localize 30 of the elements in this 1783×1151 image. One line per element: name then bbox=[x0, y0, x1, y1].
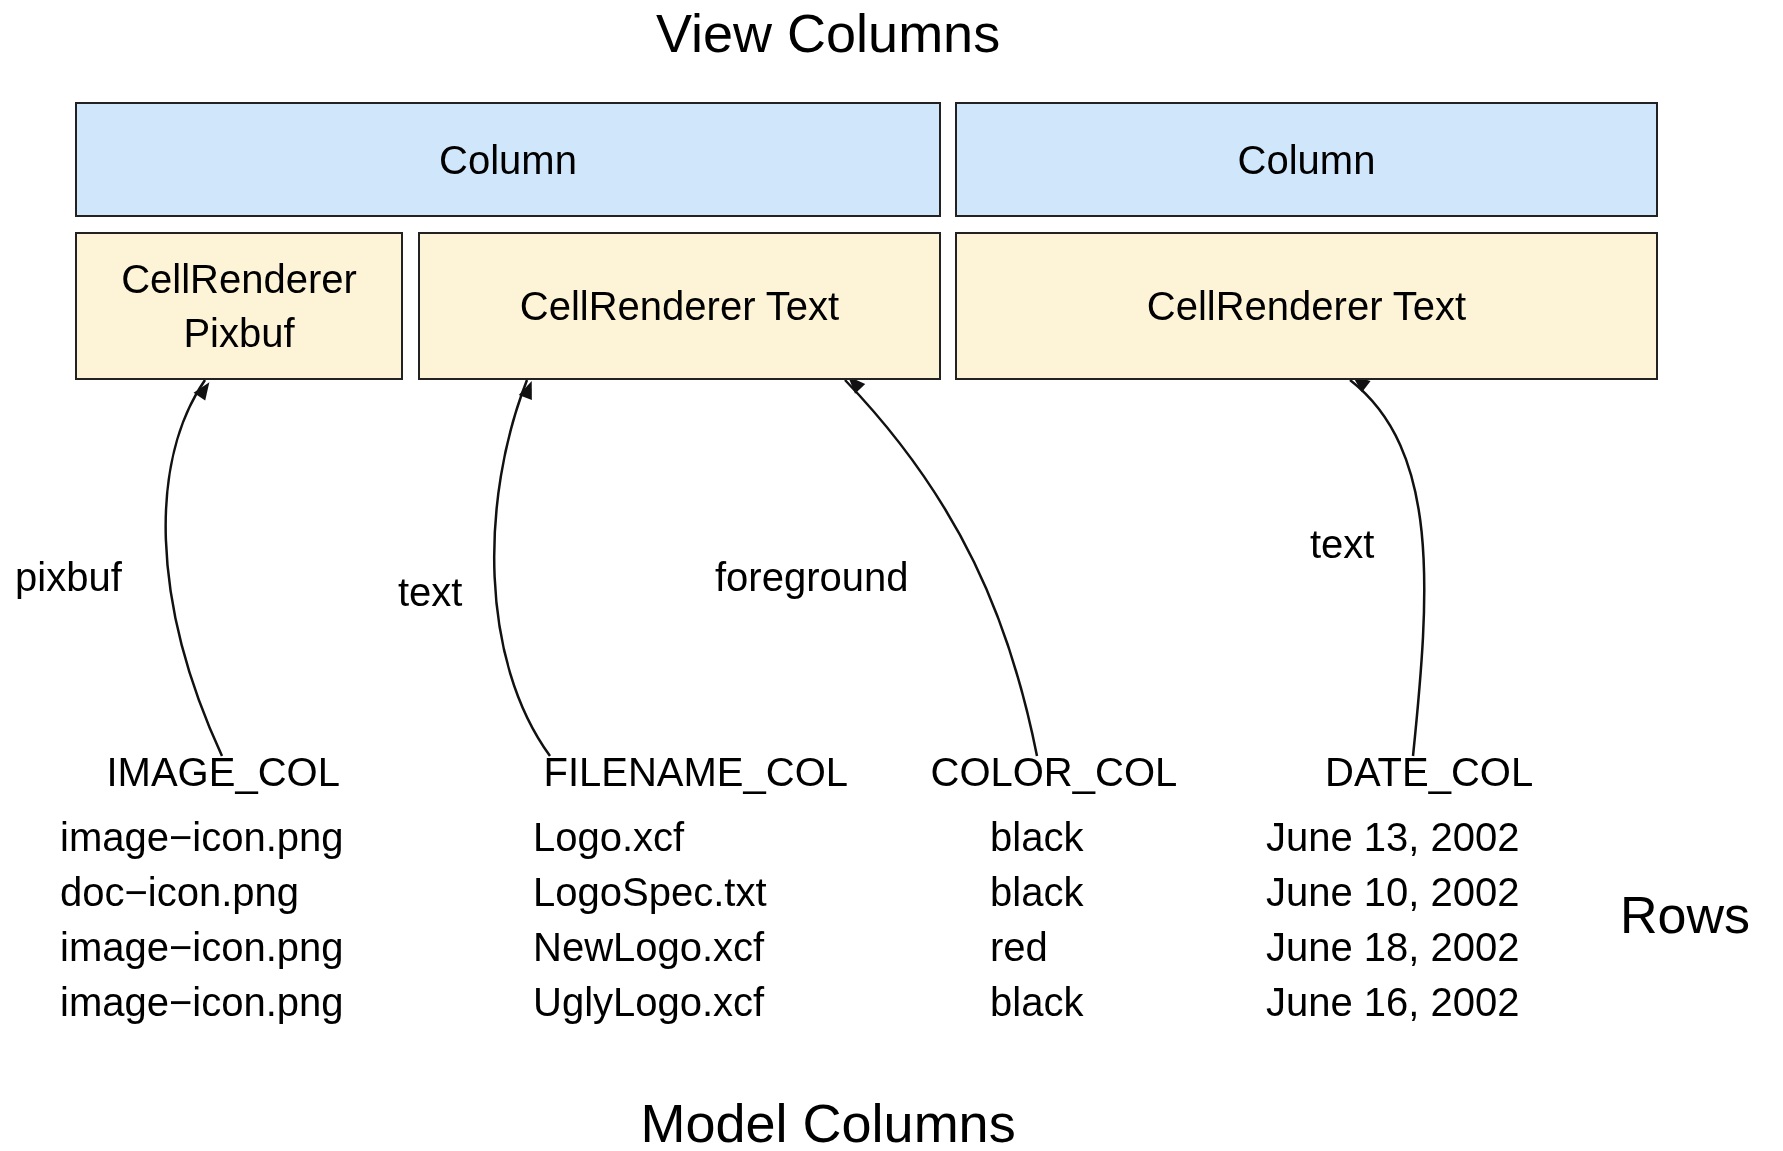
arrow bbox=[164, 379, 224, 757]
arrow bbox=[493, 379, 552, 757]
table-cell: LogoSpec.txt bbox=[533, 870, 767, 915]
table-cell: image−icon.png bbox=[60, 980, 344, 1025]
model-column-name: COLOR_COL bbox=[930, 750, 1178, 795]
table-cell: black bbox=[990, 815, 1084, 860]
table-cell: UglyLogo.xcf bbox=[533, 980, 765, 1025]
table-cell: black bbox=[990, 980, 1084, 1025]
table-cell: June 10, 2002 bbox=[1266, 870, 1520, 915]
column-header: Column bbox=[955, 102, 1658, 217]
table-cell: image−icon.png bbox=[60, 925, 344, 970]
table-cell: red bbox=[990, 925, 1048, 970]
diagram-caption: Model Columns bbox=[640, 1092, 1016, 1151]
model-column-name: FILENAME_COL bbox=[543, 750, 849, 795]
model-column-name: DATE_COL bbox=[1325, 750, 1534, 795]
side-note: Rows bbox=[1620, 885, 1751, 945]
table-cell: NewLogo.xcf bbox=[533, 925, 765, 970]
table-cell: June 16, 2002 bbox=[1266, 980, 1520, 1025]
model-column-name: IMAGE_COL bbox=[106, 750, 340, 795]
cell-renderer-box: CellRenderer Text bbox=[418, 232, 941, 380]
table-cell: Logo.xcf bbox=[533, 815, 685, 860]
table-cell: doc−icon.png bbox=[60, 870, 300, 915]
table-cell: June 18, 2002 bbox=[1266, 925, 1520, 970]
column-header: Column bbox=[75, 102, 941, 217]
table-cell: image−icon.png bbox=[60, 815, 344, 860]
cell-renderer-box: CellRenderer Text bbox=[955, 232, 1658, 380]
table-cell: June 13, 2002 bbox=[1266, 815, 1520, 860]
cell-renderer-box: CellRenderer Pixbuf bbox=[75, 232, 403, 380]
table-cell: black bbox=[990, 870, 1084, 915]
diagram-title: View Columns bbox=[656, 2, 1001, 64]
